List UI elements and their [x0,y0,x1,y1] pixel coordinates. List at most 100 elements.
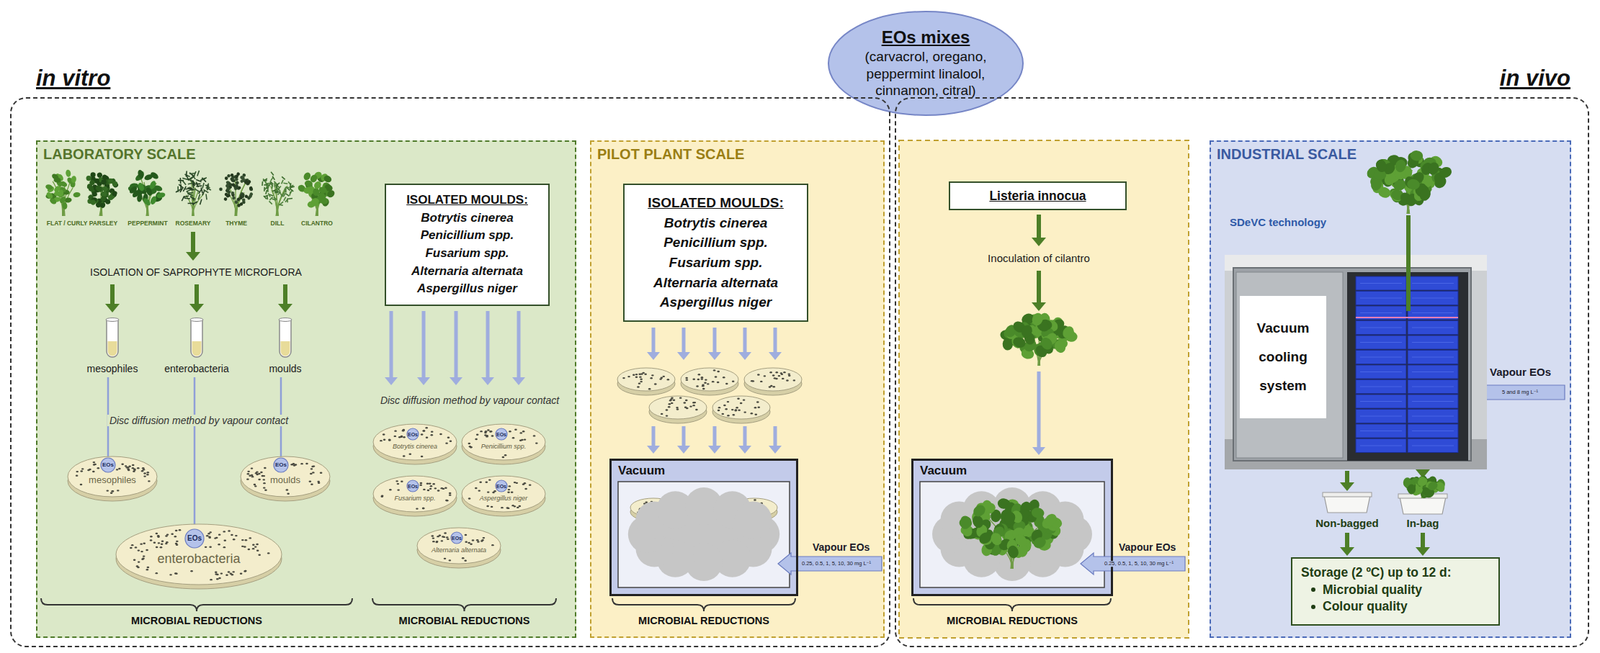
petri-dish [519,432,523,434]
herb-icon [265,190,268,195]
petri-dish [734,409,737,412]
flow-arrow [651,327,656,353]
petri-dish [467,542,471,544]
herb-icon [89,198,97,207]
herb-icon [285,187,290,189]
vacuum-cooler-photo [1411,371,1454,373]
herb-icon [248,193,253,199]
vacuum-cooler-photo [1407,276,1459,291]
petri-dish [92,463,96,466]
tube-label: enterobacteria [164,363,230,375]
petri-dish [700,378,704,380]
petri-dish [714,376,718,378]
cilantro-icon [1409,149,1424,162]
vacuum-chamber: Vacuum [911,458,1114,597]
petri-dish [486,505,490,508]
petri-dish [712,396,771,420]
petri-dish [439,433,443,436]
vapour-cloud [628,487,1093,582]
herb-icon [44,169,336,217]
petri-dish [468,497,472,500]
heading-line: PILOT PLANT SCALE [591,141,884,163]
vacuum-cooler-photo [1360,327,1402,329]
box-text: Aspergillus niger [659,294,772,310]
petri-dish [514,429,518,431]
petri-dish [445,499,449,502]
vacuum-cooler-photo [1411,283,1454,284]
petri-dish [111,490,115,493]
petri-dish [743,411,747,413]
petri-dish [701,385,705,387]
flow-arrow [773,426,778,447]
petri-dish [484,481,488,484]
flow-arrow [1037,371,1041,449]
petri-dish [750,380,754,382]
plant-name: DILL [270,220,285,228]
petri-dish [627,376,631,378]
petri-dish [464,534,468,536]
petri-dish [522,430,526,433]
herb-icon [184,198,191,200]
cilantro-icon [1002,337,1013,351]
body-line: Fusarium spp. [669,252,763,274]
vacuum-cooler-photo [1360,312,1402,314]
petri-dish [373,476,457,513]
petri-dish [218,577,222,580]
petri-dish [444,487,448,490]
petri-dish [247,473,250,475]
petri-dish [214,571,218,574]
technology-label: SDeVC technology [1229,216,1327,229]
flow-arrow [194,284,199,305]
cilantro-icon [1038,335,1055,353]
bracket [612,598,796,612]
flow-arrow [189,304,204,313]
petri-dish [721,413,724,415]
petri-dish [225,574,229,577]
transfer-line [108,377,281,529]
petri-dish [685,377,688,379]
petri-dish [430,535,434,537]
eos-mix-ellipse: EOs mixes(carvacrol, oregano, peppermint… [827,10,1025,117]
petri-dish [737,409,741,412]
cilantro-icon [1030,507,1045,520]
petri-dish [395,480,399,482]
flow-arrow [278,304,293,313]
plant-name: FLAT / CURLY PARSLEY [46,220,118,228]
herb-icon [231,195,236,200]
vacuum-chamber: Vacuum [609,458,799,597]
flow-arrow [422,311,426,379]
flow-arrow [105,304,120,313]
herb-icon [193,171,196,177]
flow-arrow [185,252,201,261]
petri-dish [244,570,248,572]
disc-label: EOs [496,484,507,490]
petri-dish [722,376,726,379]
petri-dish [432,541,436,543]
heading-line: Vacuum cooling system [1244,314,1322,401]
herb-icon [280,201,284,205]
petri-dish [440,487,444,490]
bullet-dot [1311,587,1316,593]
herb-icon [277,189,285,217]
panel-fill [36,140,577,639]
petri-dish [793,379,797,382]
dish-label: Alternaria alternata [431,546,487,554]
petri-dish [160,543,164,546]
flow-arrow [1032,447,1046,456]
bracket [41,598,353,612]
petri-dish [702,388,706,390]
petri-dish [146,569,150,571]
cilantro-icon [1019,323,1034,340]
herb-icon [230,190,235,196]
plant-name: PEPPERMINT [127,220,168,228]
cilantro-icon [1002,510,1018,527]
petri-dish [507,489,511,491]
petri-dish [516,507,520,509]
disc-label: EOs [451,535,462,542]
test-tube [278,318,292,323]
panel-fill [590,140,885,639]
petri-dish [724,408,728,410]
petri-dish [491,544,495,547]
petri-dish [703,382,707,384]
petri-dish [750,412,754,415]
